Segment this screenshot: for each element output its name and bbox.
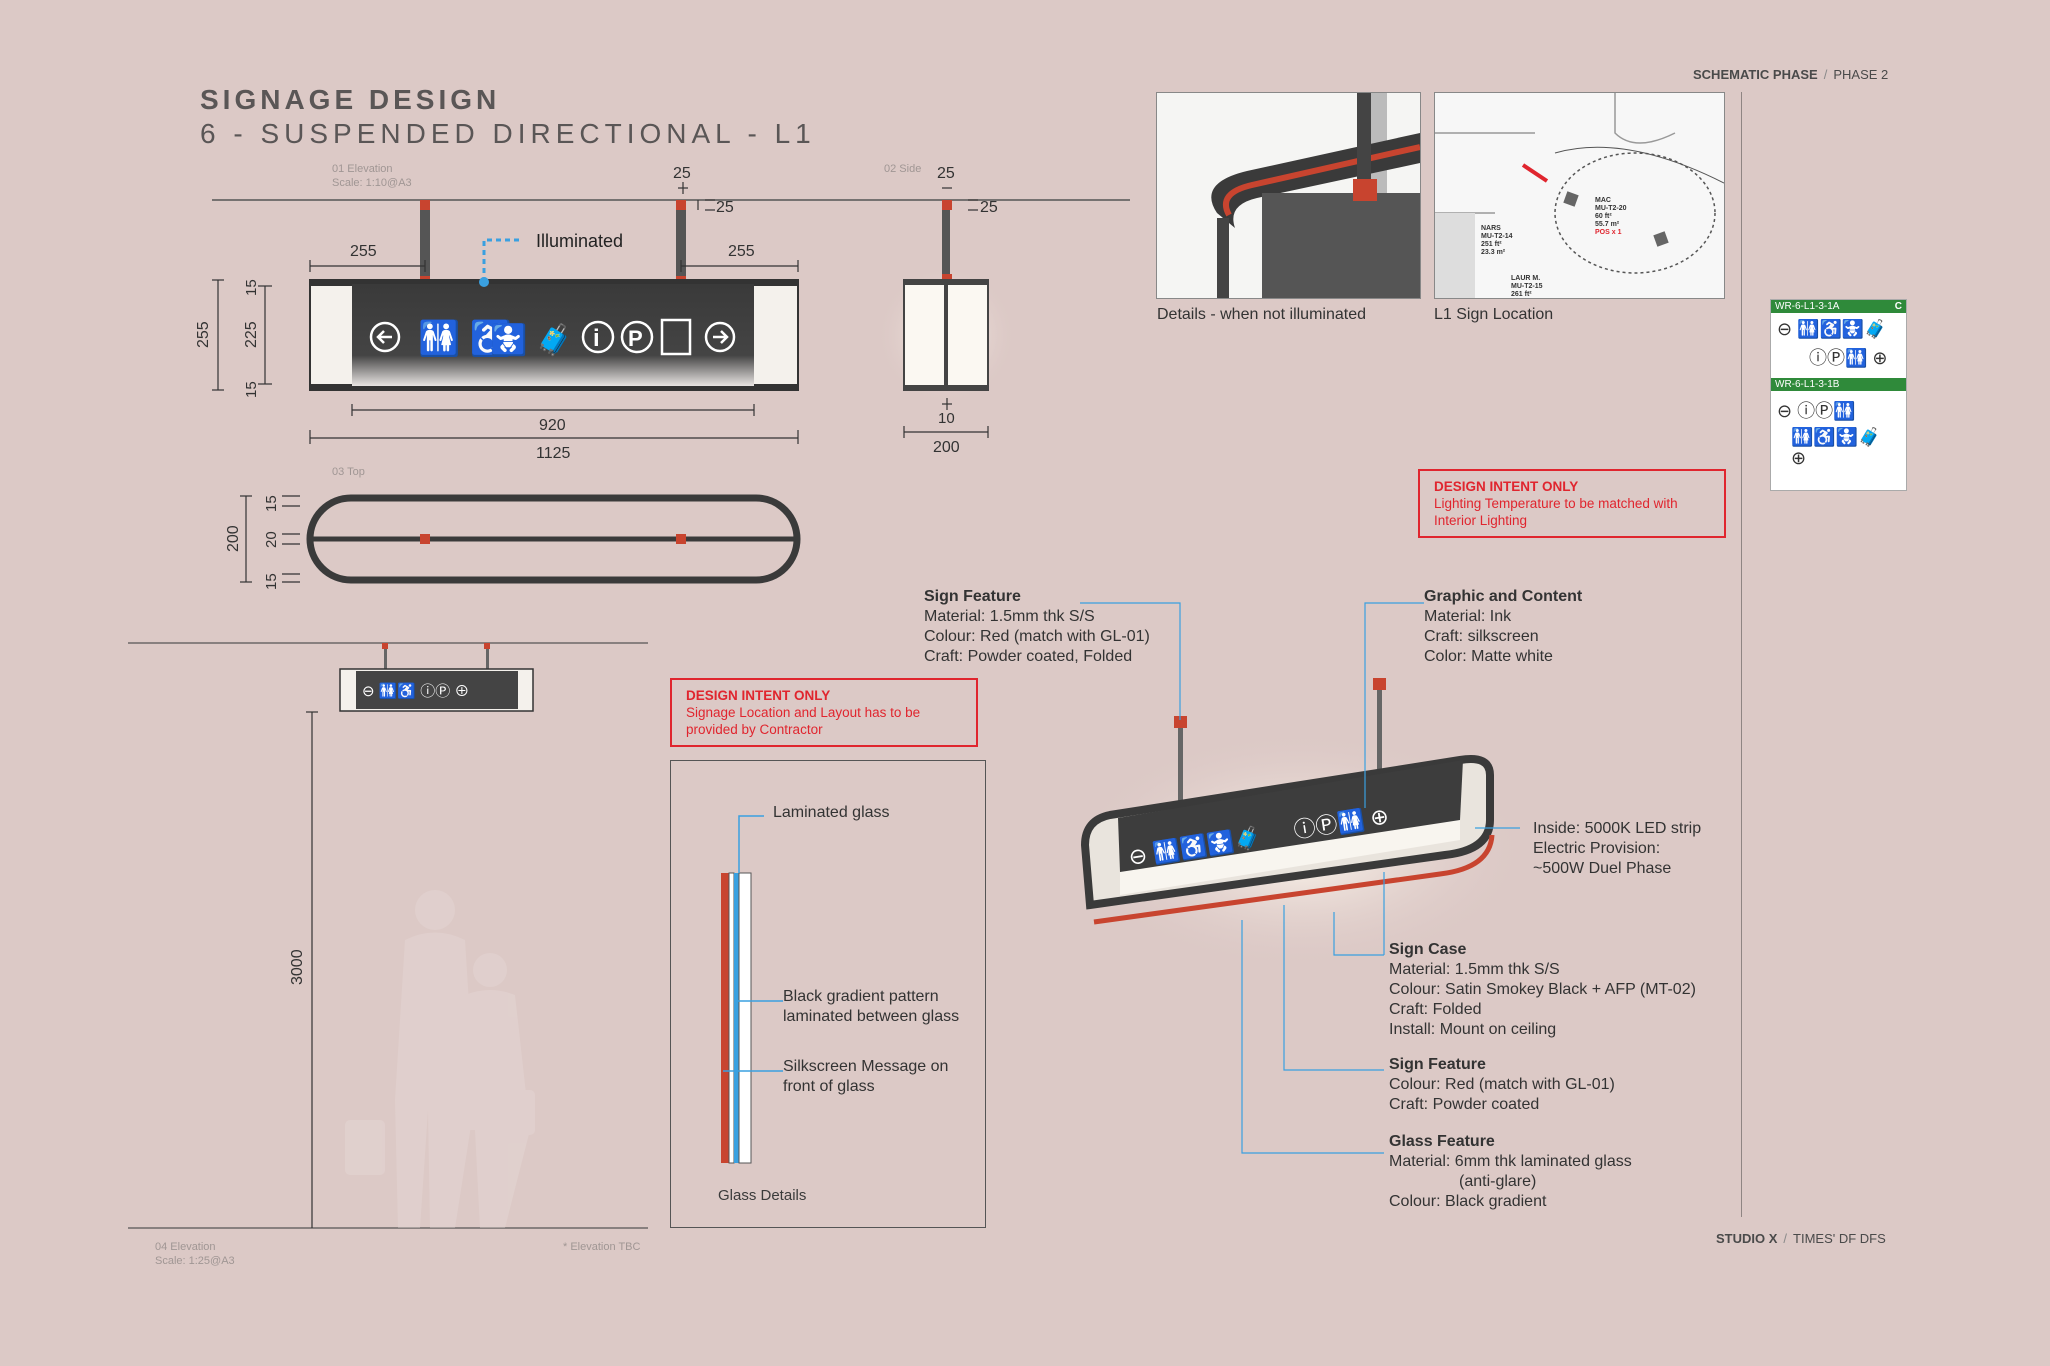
dim-25-c: 25 xyxy=(937,165,955,182)
sign-type-b-row2: 🚻♿🚼🧳 ⊕ xyxy=(1791,427,1881,468)
footer-credit: STUDIO X/TIMES' DF DFS xyxy=(1716,1231,1886,1246)
dim-1125: 1125 xyxy=(536,445,571,462)
glass-section-drawing xyxy=(721,815,783,1164)
details-caption: Details - when not illuminated xyxy=(1157,306,1366,323)
note-sign-feature-bottom: Sign Feature Colour: Red (match with GL-… xyxy=(1389,1056,1615,1113)
people-silhouette xyxy=(345,890,535,1228)
sign-type-b-row1: ⊖ ⓘⓅ🚻 xyxy=(1777,401,1856,421)
svg-text:🚻 ♿: 🚻 ♿ xyxy=(418,319,512,358)
project-name: TIMES' DF DFS xyxy=(1793,1231,1886,1246)
sign-type-a-row1: ⊖ 🚻♿🚼🧳 xyxy=(1777,319,1887,339)
side-view-label: 02 Side xyxy=(884,163,922,175)
right-divider xyxy=(1741,92,1742,1217)
dim-25-b: 25 xyxy=(716,199,734,216)
details-render xyxy=(1157,93,1420,298)
svg-text:P: P xyxy=(628,326,643,351)
sign-type-b-code: WR-6-L1-3-1B xyxy=(1775,379,1840,390)
elevation-sign: 🚻 ♿ 🚼 🧳 i P xyxy=(309,200,799,391)
top-view-label: 03 Top xyxy=(332,466,365,478)
dim-25-d: 25 xyxy=(980,199,998,216)
location-plan-drawing xyxy=(1435,93,1724,298)
sign-type-a-header: WR-6-L1-3-1A C xyxy=(1771,300,1906,313)
dim-255-right: 255 xyxy=(728,243,755,260)
page-subtitle: 6 - SUSPENDED DIRECTIONAL - L1 xyxy=(200,118,816,149)
technical-drawings: 🚻 ♿ 🚼 🧳 i P 255 255 255 15 225 15 920 11… xyxy=(128,165,1130,1229)
dim-3000: 3000 xyxy=(289,949,306,985)
dim-top-200: 200 xyxy=(225,525,242,552)
sign-type-b-header: WR-6-L1-3-1B xyxy=(1771,378,1906,391)
location-caption: L1 Sign Location xyxy=(1434,306,1554,323)
svg-text:⊖ 🚻♿ ⓘⓅ ⊕: ⊖ 🚻♿ ⓘⓅ ⊕ xyxy=(362,682,469,700)
sign-location-marker xyxy=(1521,163,1549,183)
dim-top-15-b: 15 xyxy=(263,573,280,590)
sign-type-a-code: WR-6-L1-3-1A xyxy=(1775,301,1840,312)
sign-3d-render: ⊖ 🚻♿🚼🧳 ⓘⓅ🚻 ⊕ xyxy=(1070,678,1520,970)
top-view-sign xyxy=(306,494,801,584)
phase-bold: SCHEMATIC PHASE xyxy=(1693,67,1818,82)
glass-silkscreen-label: Silkscreen Message on front of glass xyxy=(783,1058,949,1095)
dim-15-bottom: 15 xyxy=(243,381,260,398)
phase-number: PHASE 2 xyxy=(1833,67,1889,82)
dim-15-top: 15 xyxy=(243,279,260,296)
glass-details-caption: Glass Details xyxy=(718,1187,807,1204)
dim-920: 920 xyxy=(539,417,566,434)
dim-255-left: 255 xyxy=(350,243,377,260)
dim-200-side: 200 xyxy=(933,439,960,456)
elevation-tbc-note: * Elevation TBC xyxy=(563,1241,641,1253)
sign-type-a-badge: C xyxy=(1894,301,1902,312)
studio-name: STUDIO X xyxy=(1716,1231,1778,1246)
glass-gradient-label: Black gradient pattern laminated between… xyxy=(783,988,960,1025)
illuminated-label: Illuminated xyxy=(536,231,623,251)
phase-indicator: SCHEMATIC PHASE/PHASE 2 xyxy=(1693,67,1889,82)
dim-255-vertical: 255 xyxy=(195,321,212,348)
illuminated-leader xyxy=(482,238,520,282)
dim-top-15-a: 15 xyxy=(263,495,280,512)
details-photo xyxy=(1156,92,1421,299)
note-glass-feature: Glass Feature Material: 6mm thk laminate… xyxy=(1389,1133,1632,1210)
small-elevation-sign: ⊖ 🚻♿ ⓘⓅ ⊕ xyxy=(339,643,534,712)
dim-225: 225 xyxy=(243,321,260,348)
page-title: SIGNAGE DESIGN xyxy=(200,84,501,115)
dim-25-a: 25 xyxy=(673,165,691,182)
glass-details-panel: Laminated glass Black gradient pattern l… xyxy=(670,760,986,1228)
svg-text:i: i xyxy=(593,325,600,352)
glass-laminated-label: Laminated glass xyxy=(773,804,890,821)
sign-type-a-row2: ⓘⓅ🚻 ⊕ xyxy=(1809,348,1888,368)
dim-10: 10 xyxy=(938,410,955,427)
dim-top-20: 20 xyxy=(263,531,280,548)
side-view-sign xyxy=(876,200,1016,405)
svg-text:🚼 🧳: 🚼 🧳 xyxy=(490,322,573,357)
